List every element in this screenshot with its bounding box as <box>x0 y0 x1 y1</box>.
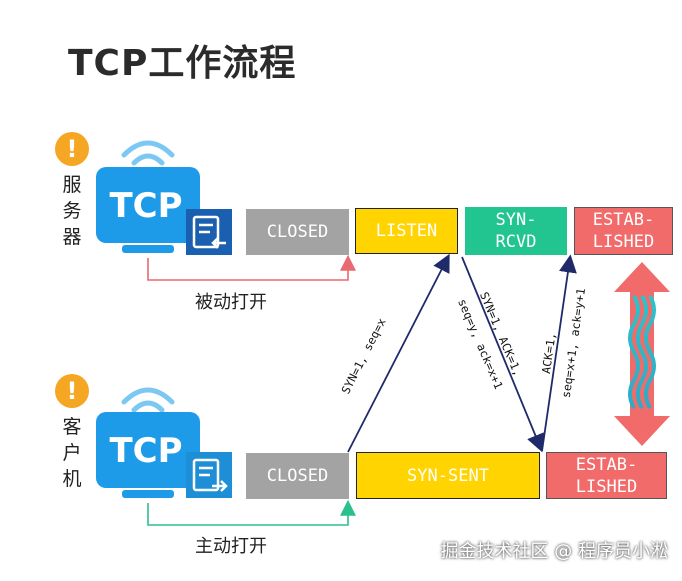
server-state-closed: CLOSED <box>246 209 349 255</box>
server-tcp-monitor-icon: TCP <box>96 140 232 255</box>
client-label-char: 户 <box>62 442 82 464</box>
server-label-char: 器 <box>62 226 82 248</box>
bidirectional-wave-arrow-icon <box>614 262 670 446</box>
server-state-established: ESTAB- LISHED <box>574 207 673 255</box>
client-monitor-text: TCP <box>109 431 182 471</box>
syn-arrow <box>347 253 450 453</box>
server-warning-icon: ! <box>55 132 89 166</box>
page-title: TCP工作流程 <box>68 43 297 84</box>
client-state-syn-sent: SYN-SENT <box>356 452 540 499</box>
server-state-established-label: ESTAB- LISHED <box>592 210 655 252</box>
client-state-established-label: ESTAB- LISHED <box>575 454 638 497</box>
client-label: 客 户 机 <box>62 414 82 492</box>
syn-ack-arrow <box>461 256 544 453</box>
client-warning-icon: ! <box>55 374 89 408</box>
ack-arrow <box>541 254 577 452</box>
client-state-established: ESTAB- LISHED <box>546 452 667 499</box>
active-open-caption: 主动打开 <box>195 536 267 557</box>
server-label-char: 务 <box>62 200 82 222</box>
client-state-closed: CLOSED <box>246 453 349 499</box>
watermark-text: 掘金技术社区 @ 程序员小淞 <box>440 541 668 562</box>
server-state-syn-rcvd: SYN- RCVD <box>465 207 567 255</box>
client-label-char: 客 <box>62 416 82 438</box>
client-tcp-monitor-icon: TCP <box>96 387 232 498</box>
active-open-arrow <box>147 499 356 526</box>
server-label: 服 务 器 <box>62 172 82 250</box>
server-monitor-text: TCP <box>109 186 182 226</box>
passive-open-caption: 被动打开 <box>195 292 267 313</box>
client-label-char: 机 <box>62 468 82 490</box>
passive-open-arrow <box>147 254 356 281</box>
server-state-listen: LISTEN <box>355 208 458 254</box>
server-label-char: 服 <box>62 174 82 196</box>
server-state-syn-rcvd-label: SYN- RCVD <box>495 210 537 252</box>
